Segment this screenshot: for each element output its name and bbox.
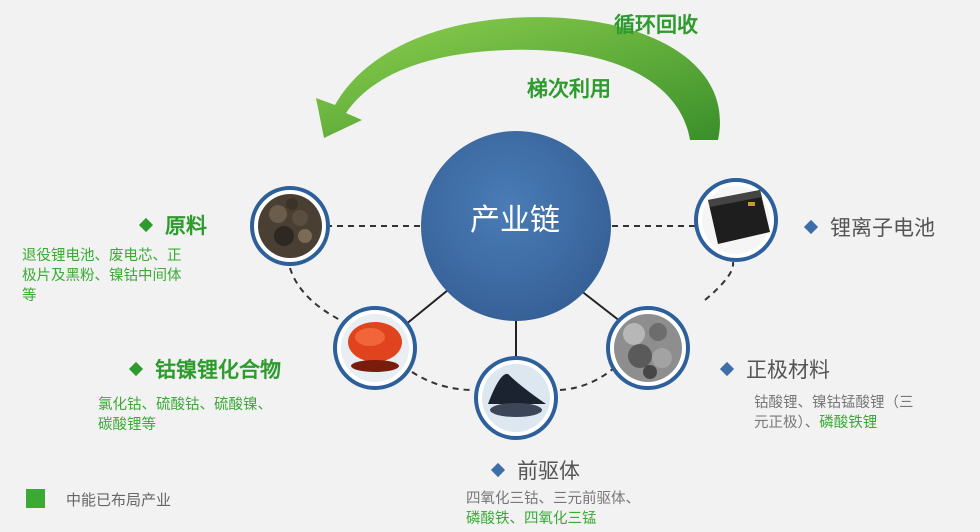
cascade-use-label: 梯次利用: [527, 77, 611, 101]
legend-swatch: [26, 489, 45, 508]
legend-label: 中能已布局产业: [66, 491, 172, 509]
node-raw-image: [250, 186, 330, 266]
diamond-bullet-icon: [138, 217, 154, 233]
recycle-label: 循环回收: [614, 13, 698, 37]
node-cathode-title: 正极材料: [719, 354, 830, 384]
node-precursor-image: [474, 356, 558, 440]
diamond-bullet-icon: [719, 361, 735, 377]
diamond-bullet-icon: [803, 219, 819, 235]
node-precursor-desc: 四氧化三钴、三元前驱体、 磷酸铁、四氧化三锰: [466, 491, 640, 527]
node-compounds-title: 钴镍锂化合物: [128, 354, 281, 384]
node-raw-title: 原料: [138, 210, 207, 240]
hub-circle: [421, 131, 611, 321]
node-cathode-desc: 钴酸锂、镍钴锰酸锂（三 元正极）、磷酸铁锂: [754, 395, 914, 431]
cycle-arrow: [316, 17, 720, 140]
node-precursor-title: 前驱体: [490, 455, 580, 485]
node-battery-title: 锂离子电池: [803, 212, 935, 242]
diamond-bullet-icon: [490, 462, 506, 478]
node-raw-desc: 退役锂电池、废电芯、正 极片及黑粉、镍钴中间体 等: [22, 248, 182, 304]
dashed-ring: [289, 225, 735, 391]
node-compounds-image: [333, 306, 417, 390]
node-compounds-desc: 氯化钴、硫酸钴、硫酸镍、 碳酸锂等: [98, 397, 272, 433]
node-battery-image: [694, 178, 778, 262]
diamond-bullet-icon: [128, 361, 144, 377]
hub-label: 产业链: [470, 203, 560, 238]
node-cathode-image: [606, 306, 690, 390]
